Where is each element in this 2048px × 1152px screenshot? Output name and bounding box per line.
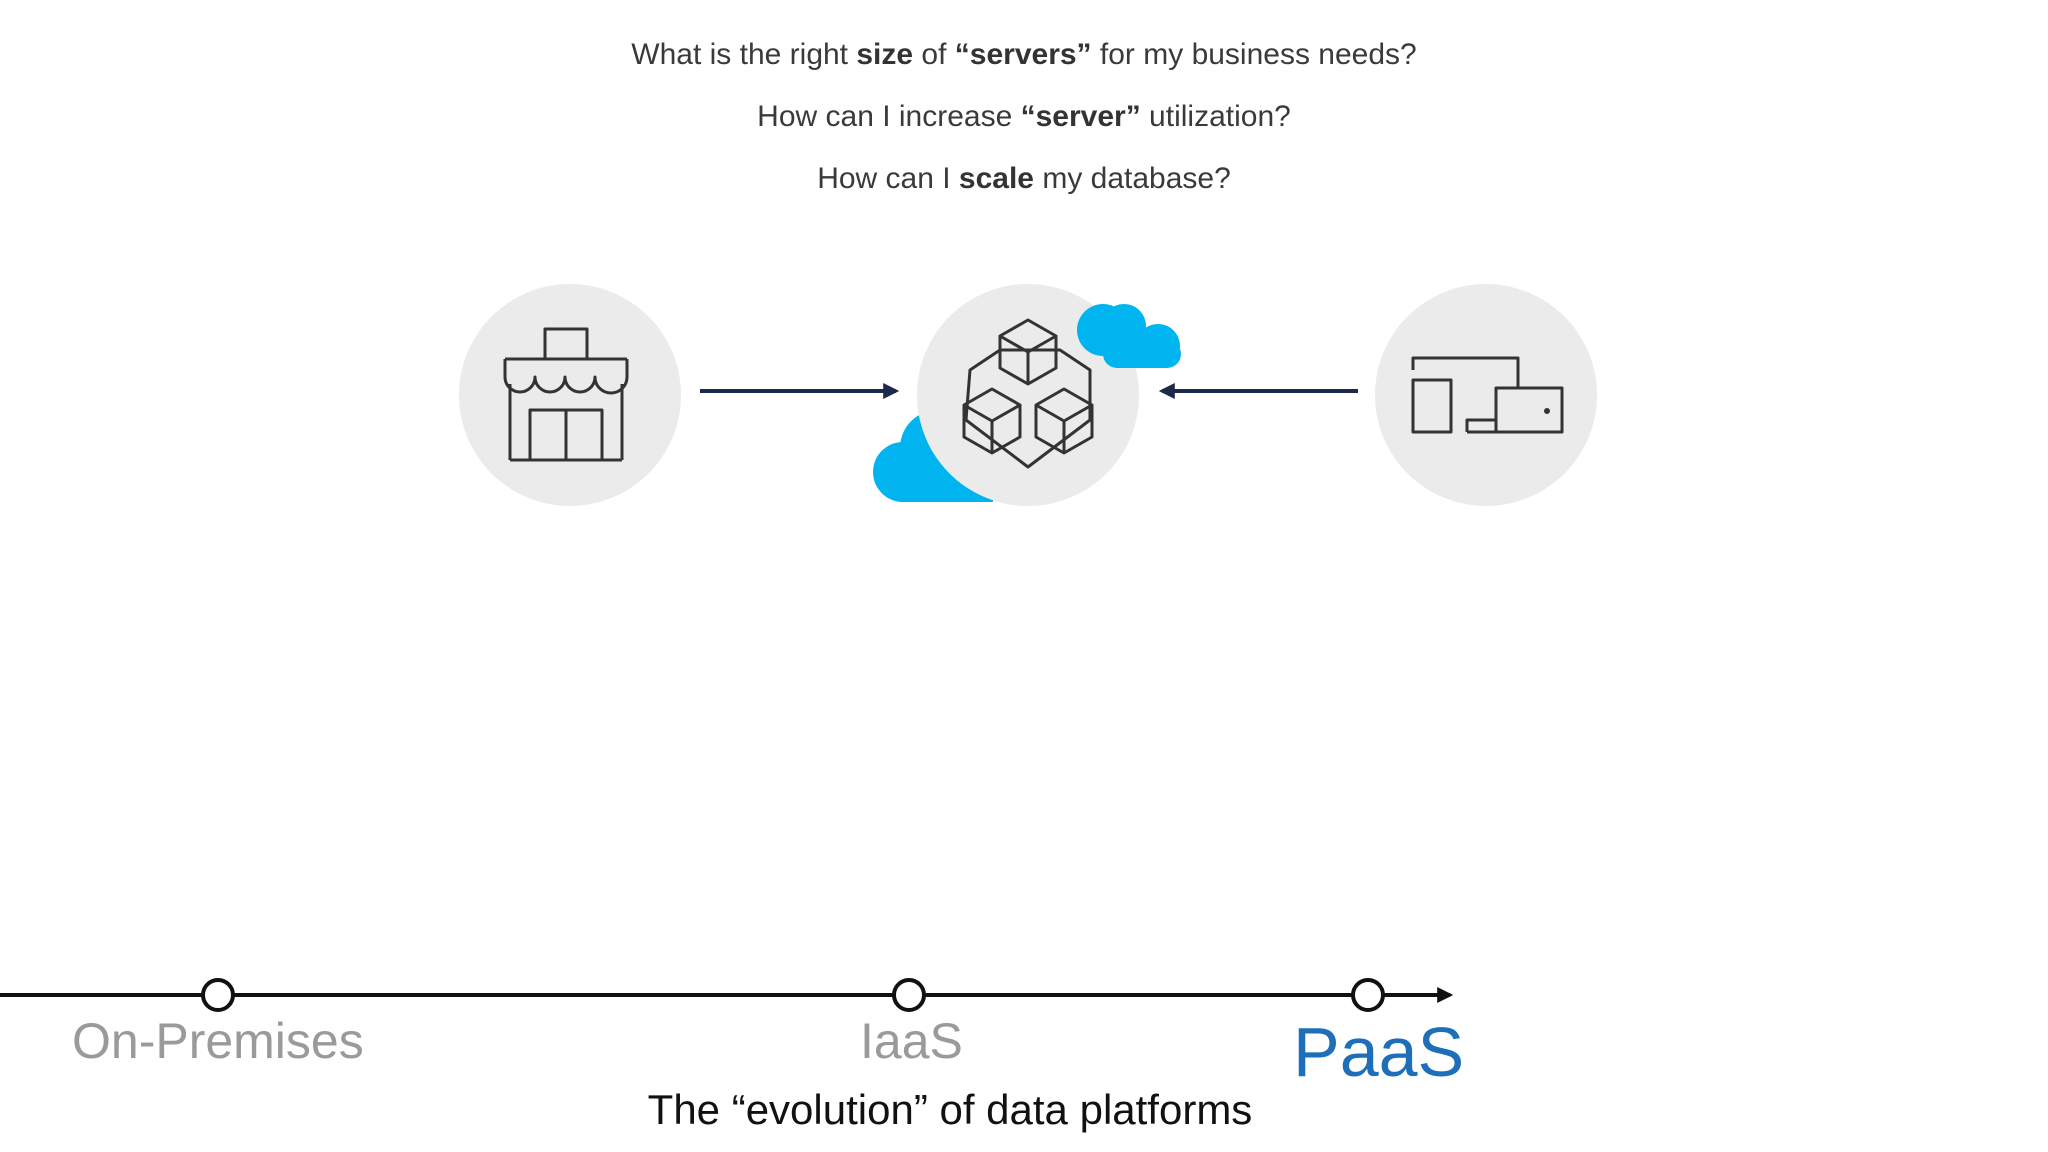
question-server-utilization: How can I increase “server” utilization? xyxy=(0,100,2048,134)
question-3-text-b: my database? xyxy=(1034,162,1231,195)
question-1-bold-b: “servers” xyxy=(954,38,1092,71)
timeline-node-iaas xyxy=(892,978,926,1012)
question-1-bold-a: size xyxy=(856,38,914,71)
storefront-icon xyxy=(503,327,629,462)
devices-node xyxy=(1375,284,1597,506)
caption-text: The “evolution” of data platforms xyxy=(647,1086,1253,1133)
timeline-node-on-premises xyxy=(201,978,235,1012)
question-1-text-a: What is the right xyxy=(631,38,857,71)
devices-circle xyxy=(1375,284,1597,506)
timeline-node-paas xyxy=(1351,978,1385,1012)
storefront-node xyxy=(459,284,681,506)
question-2-text-b: utilization? xyxy=(1140,100,1291,133)
timeline-label-on-premises: On-Premises xyxy=(72,1013,364,1069)
slide-caption: The “evolution” of data platforms xyxy=(0,1086,1900,1134)
timeline xyxy=(0,978,1454,1012)
timeline-label-paas: PaaS xyxy=(1293,1013,1465,1091)
cubes-icon xyxy=(962,318,1094,469)
question-2-text-a: How can I increase xyxy=(757,100,1021,133)
question-1-text-c: for my business needs? xyxy=(1091,38,1417,71)
timeline-label-iaas: IaaS xyxy=(860,1013,963,1069)
cloud-node xyxy=(873,284,1181,506)
question-database-scale: How can I scale my database? xyxy=(0,162,2048,196)
question-2-bold: “server” xyxy=(1020,100,1141,133)
question-1-text-b: of xyxy=(913,38,955,71)
question-3-bold: scale xyxy=(958,162,1034,195)
storefront-circle xyxy=(459,284,681,506)
devices-icon xyxy=(1411,356,1564,434)
cloud-top-right-icon xyxy=(1077,304,1181,368)
question-3-text-a: How can I xyxy=(817,162,959,195)
question-server-size: What is the right size of “servers” for … xyxy=(0,38,2048,72)
